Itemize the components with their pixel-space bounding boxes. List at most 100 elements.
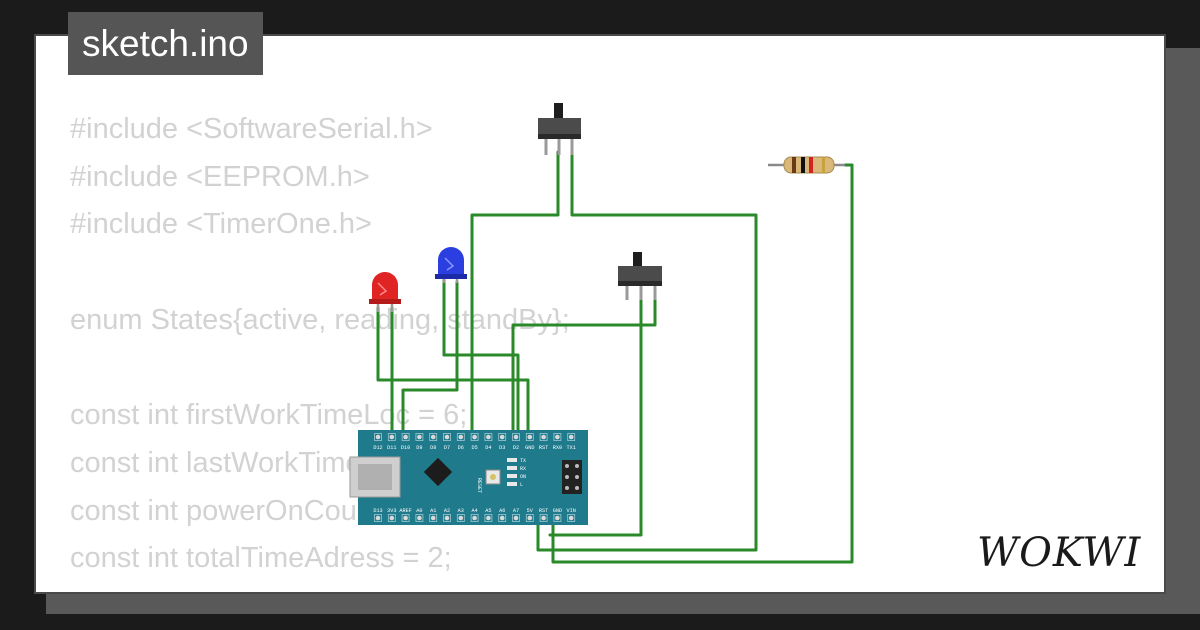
pin-pad [539,514,548,522]
pin-pad [484,433,493,441]
pin-pad [512,514,520,522]
pin[interactable] [430,515,436,521]
code-line: #include <TimerOne.h> [70,208,372,241]
pin[interactable] [472,515,477,521]
pin-label: RX0 [553,445,562,451]
pin-label: A6 [499,508,505,514]
pin[interactable] [568,515,574,521]
wire[interactable] [376,306,530,439]
pin-label: 5V [527,508,534,514]
pin-pad [443,433,451,441]
pin-label: GND [553,508,562,514]
red-led[interactable] [369,272,401,312]
pin[interactable] [444,515,450,521]
pin[interactable] [444,434,450,440]
pin-label: RST [539,445,548,451]
pin[interactable] [513,515,519,521]
pin-pad [374,433,382,441]
led-label: TX [520,458,526,464]
led-label: RX [520,466,526,472]
pin-pad [387,514,396,522]
pin-pad [374,514,382,522]
pin-label: D2 [513,445,519,451]
wire[interactable] [442,278,520,439]
bottom-pin-header [374,514,576,522]
top-pin-header [374,433,576,441]
diagram-card: #include <SoftwareSerial.h> #include <EE… [34,34,1166,594]
pin[interactable] [403,515,408,521]
pin[interactable] [486,434,491,440]
pin-label: D10 [401,445,410,451]
pin-label: D13 [373,508,382,514]
pin-pad [456,514,465,522]
reset-label: RESET [476,478,482,493]
pin[interactable] [458,434,464,440]
pin-label: AREF [399,508,411,514]
pin[interactable] [541,434,546,440]
pin[interactable] [472,434,477,440]
pin-pad [429,514,438,522]
pin[interactable] [555,515,560,521]
pin-label: A0 [416,508,422,514]
pin-label: A2 [444,508,450,514]
pin[interactable] [499,515,505,521]
pin-label: D12 [373,445,382,451]
microcontroller-chip [423,457,453,487]
pin[interactable] [527,434,533,440]
pin[interactable] [486,515,491,521]
pin-label: 3V3 [387,508,396,514]
wire[interactable] [551,163,854,564]
pin[interactable] [417,434,422,440]
pin[interactable] [541,515,546,521]
pin-pad [512,433,520,441]
pin[interactable] [375,434,381,440]
file-title[interactable]: sketch.ino [68,12,263,75]
svg-text:WOKWI: WOKWI [977,530,1141,576]
pin[interactable] [527,515,533,521]
pin-label: D11 [387,445,396,451]
pin[interactable] [403,434,408,440]
code-line: #include <SoftwareSerial.h> [70,113,433,145]
pin-label: D9 [416,445,422,451]
code-line: #include <EEPROM.h> [70,160,370,193]
pin-label: A3 [458,508,464,514]
wire[interactable] [401,280,459,439]
pin-pad [443,514,451,522]
pin[interactable] [389,434,395,440]
pin[interactable] [458,515,464,521]
pin[interactable] [568,434,574,440]
slide-switch[interactable] [538,103,581,155]
pin-pad [553,514,562,522]
pin-pad [470,514,479,522]
status-leds [507,458,517,486]
pin[interactable] [389,515,395,521]
blue-led[interactable] [435,247,467,283]
pin[interactable] [430,434,436,440]
pin-pad [456,433,465,441]
wires [376,150,854,564]
pin-label: D4 [485,445,491,451]
wire[interactable] [536,150,758,552]
pin[interactable] [499,434,505,440]
pin-label: A4 [471,508,477,514]
wire[interactable] [470,150,560,439]
pin-label: A5 [485,508,491,514]
resistor[interactable] [768,156,845,174]
pin[interactable] [555,434,560,440]
code-line: const int totalTimeAdress = 2; [70,542,452,575]
slide-switch[interactable] [618,252,662,300]
pin[interactable] [417,515,422,521]
pin-pad [387,433,396,441]
pin-pad [401,514,410,522]
wire[interactable] [548,280,643,537]
code-line: const int firstWorkTimeLoc = 6; [70,399,468,432]
pin-pad [567,514,576,522]
pin[interactable] [513,434,519,440]
pin-label: D5 [471,445,477,451]
pin[interactable] [375,515,381,521]
pin-label: TX1 [567,445,576,451]
wire[interactable] [511,280,657,439]
pin-label: A1 [430,508,436,514]
